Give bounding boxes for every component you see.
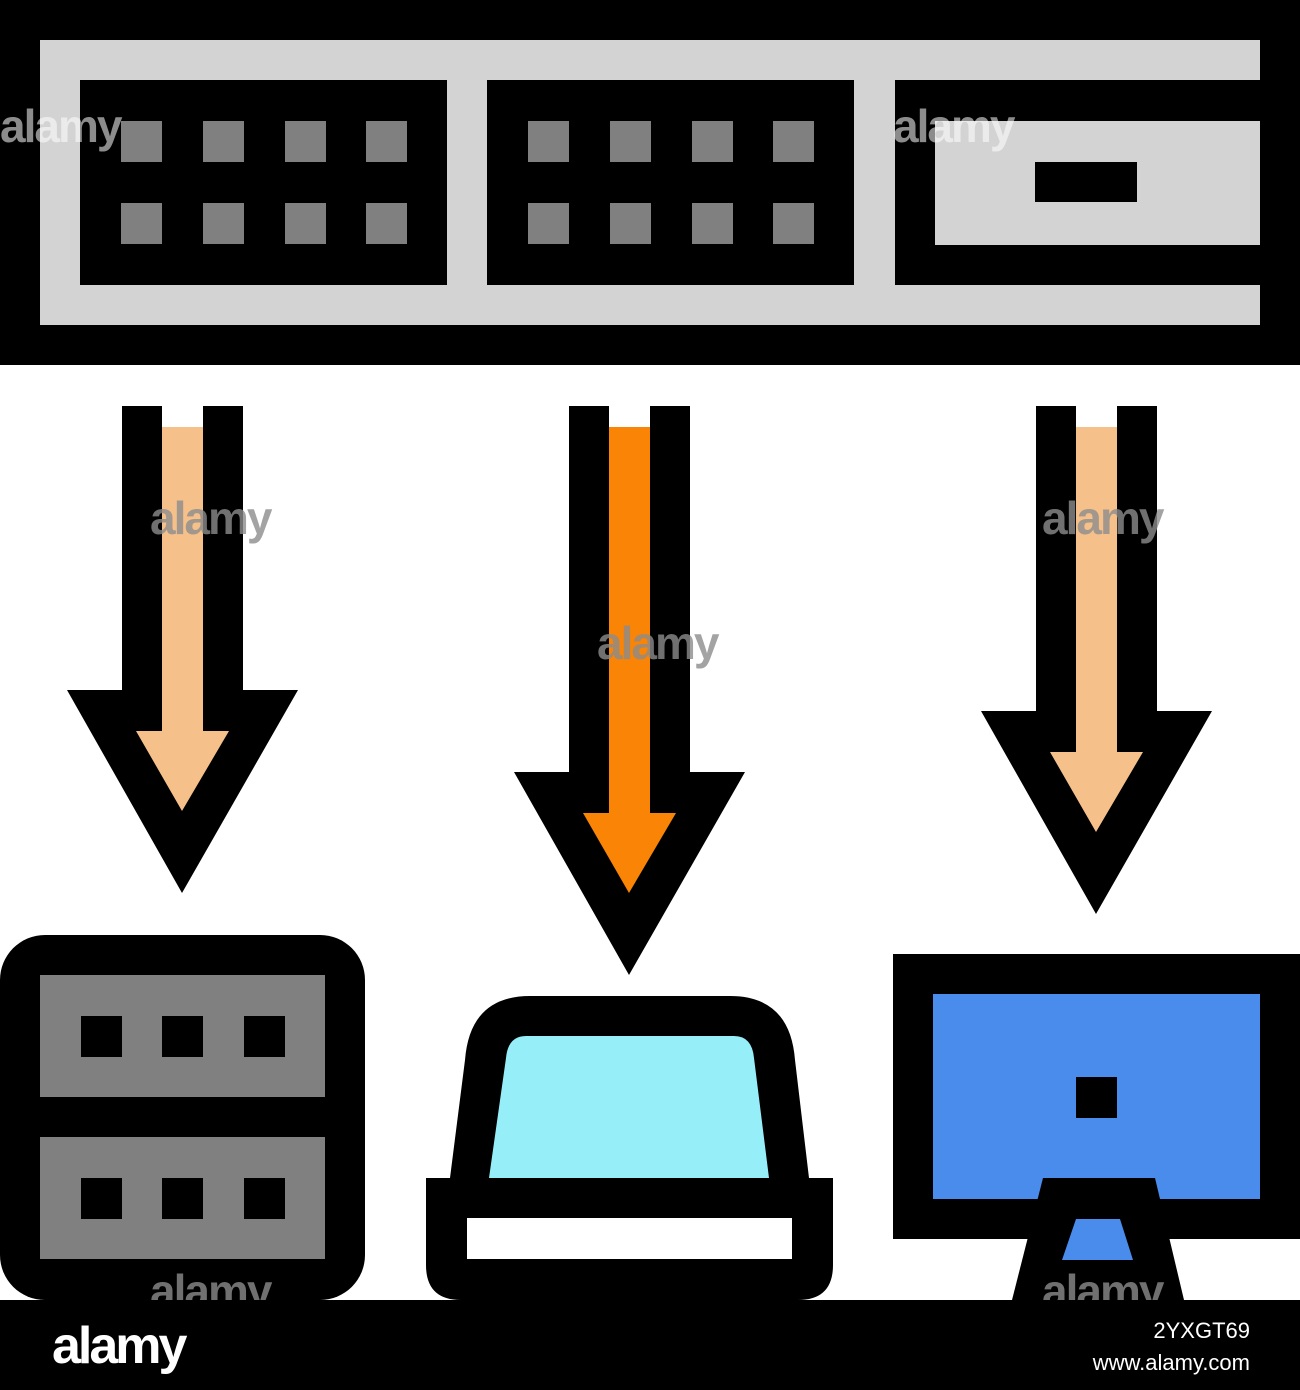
switch-status-slot [1035,162,1137,202]
server-indicator-lights [81,1016,285,1219]
switch-ports-left [121,121,407,244]
laptop-screen [489,1036,769,1178]
arrow-down-middle-icon [514,406,745,975]
server-rack-icon [0,935,365,1300]
laptop-icon [426,996,833,1300]
switch-panel-frame [895,80,1260,285]
footer-image-id: 2YXGT69 [1153,1318,1250,1343]
footer-logo: alamy [52,1317,187,1375]
arrow-down-left-icon [67,406,298,893]
desktop-monitor-icon [893,954,1300,1300]
stock-footer-bar: alamy 2YXGT69 www.alamy.com [0,1300,1300,1390]
laptop-keyboard-base [467,1218,792,1259]
monitor-power-light [1076,1077,1117,1118]
switch-ports-middle [528,121,814,244]
footer-url: www.alamy.com [1092,1350,1250,1375]
arrow-down-right-icon [981,406,1212,914]
network-switch-distribution-illustration [0,0,1300,1300]
network-switch-icon [0,0,1300,365]
